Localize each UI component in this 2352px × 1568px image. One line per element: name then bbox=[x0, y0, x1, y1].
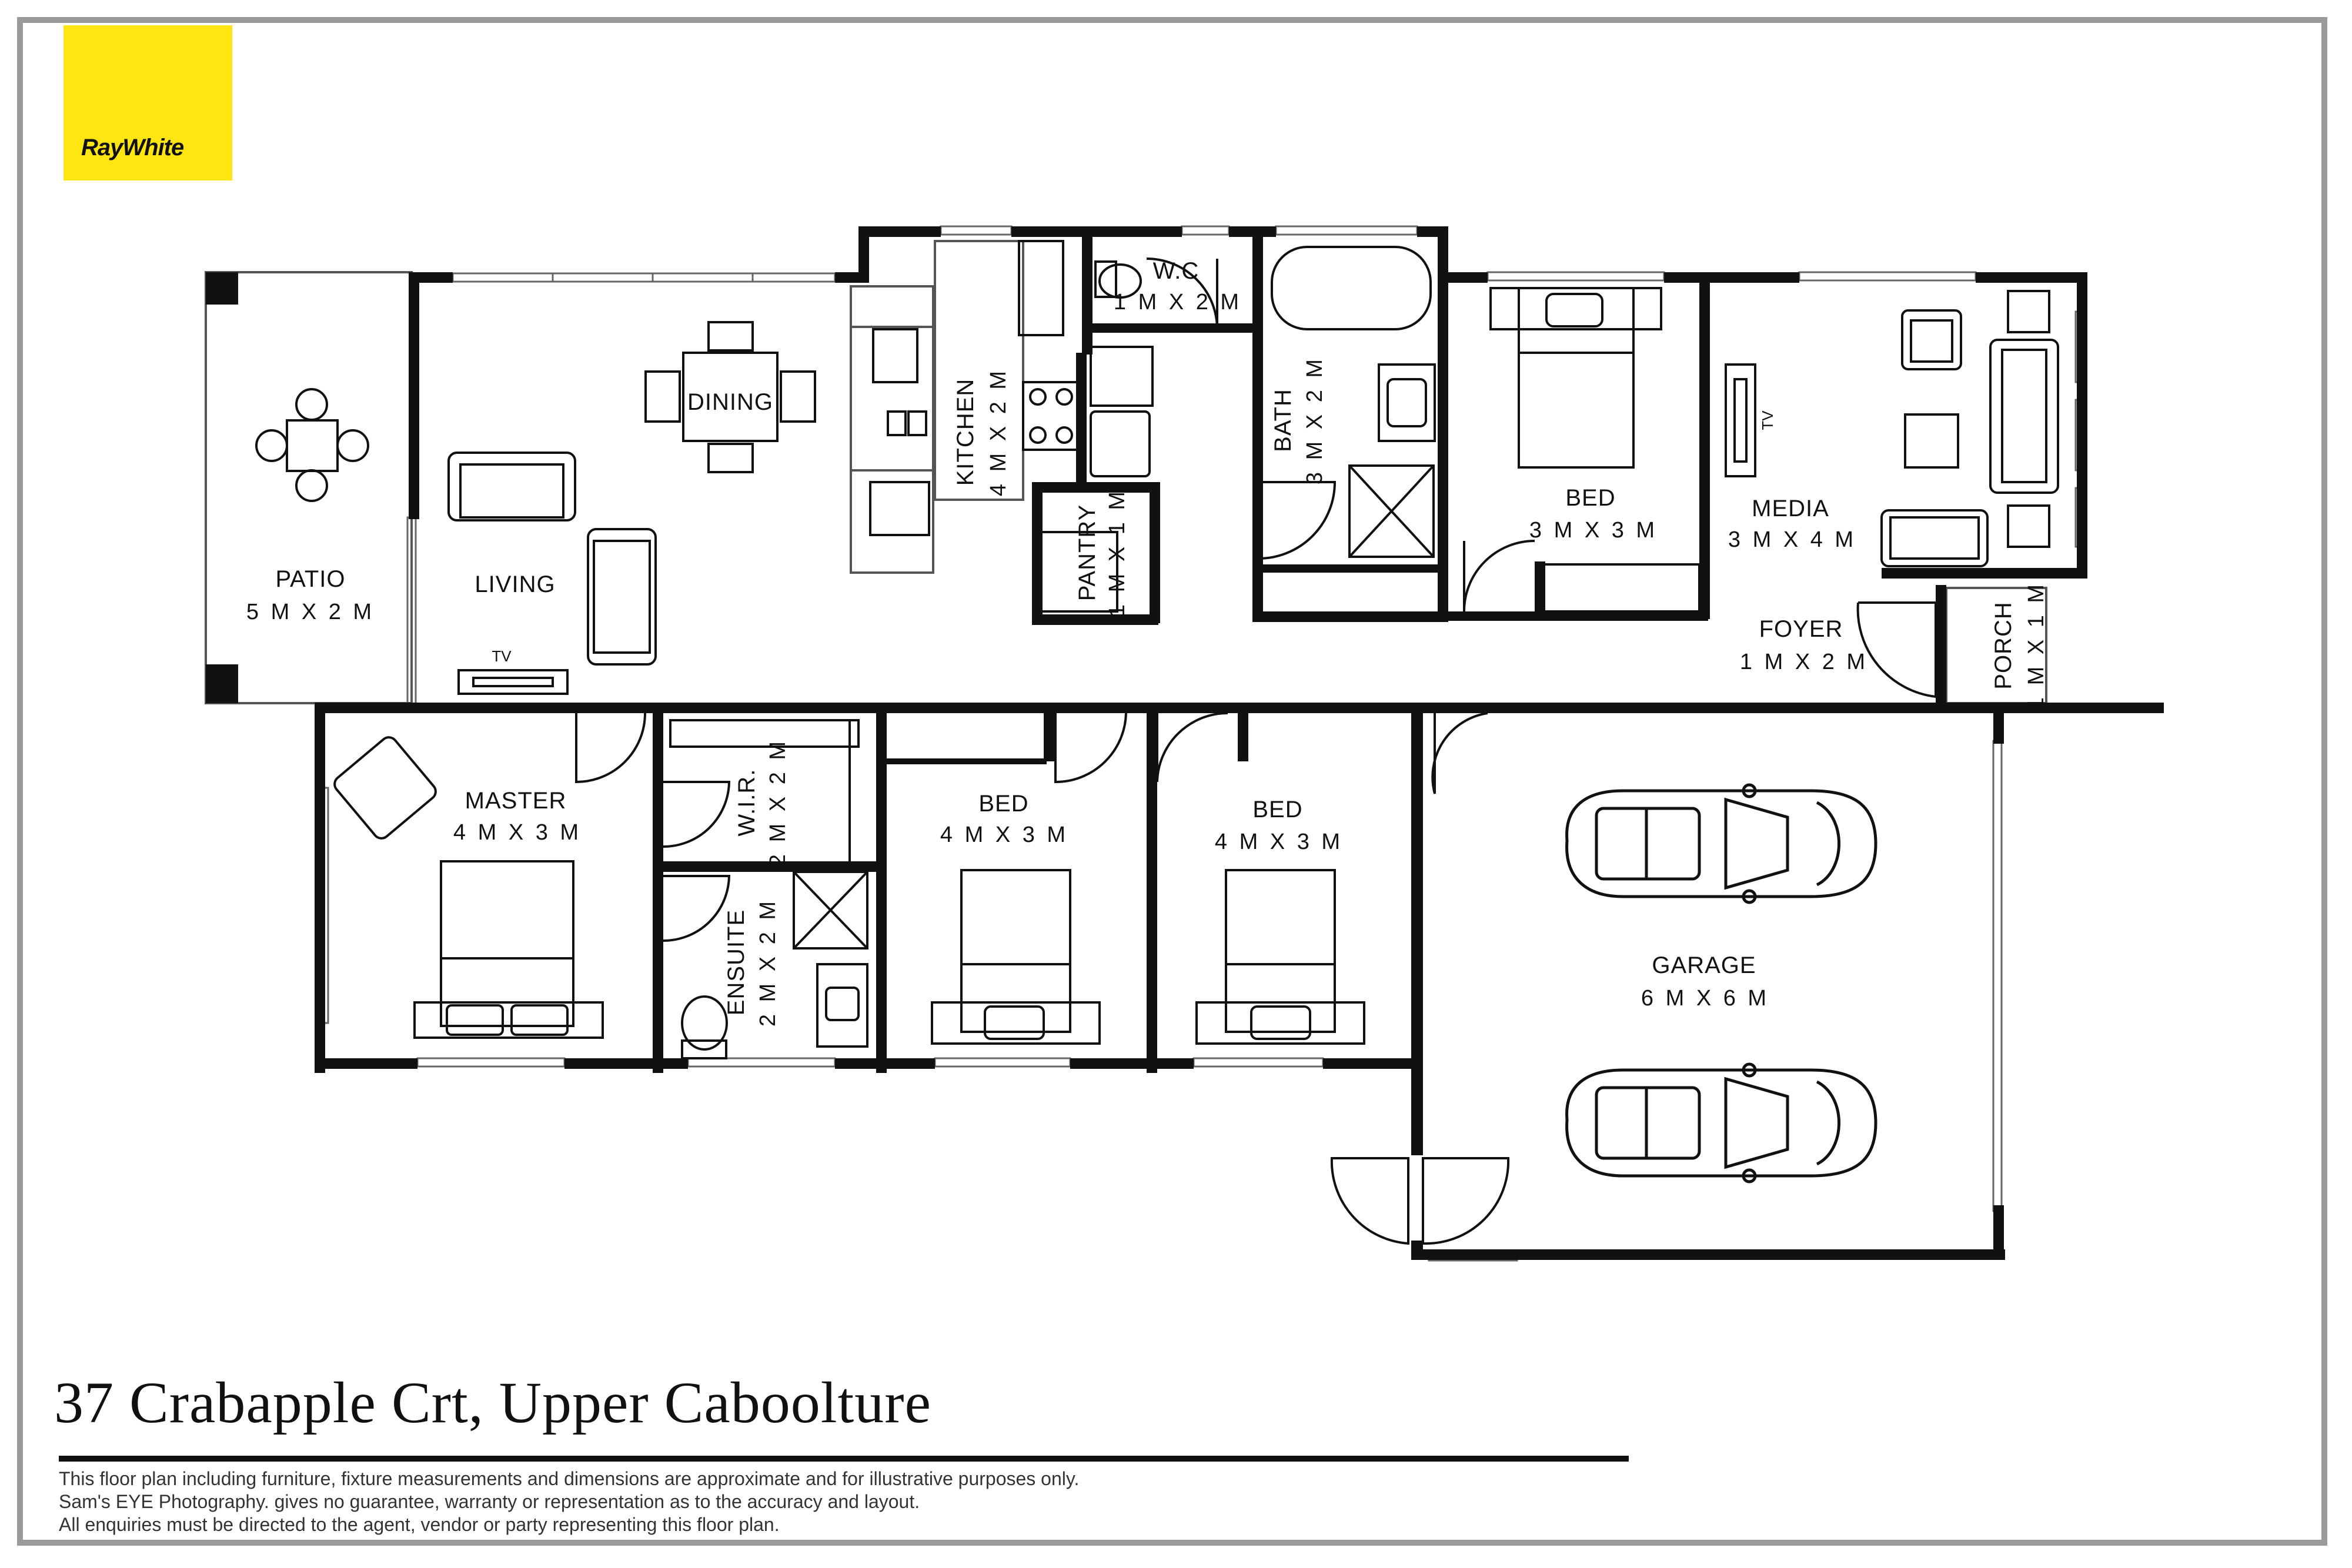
dining-table bbox=[682, 352, 779, 442]
kitchen-island bbox=[850, 285, 934, 574]
address-divider bbox=[59, 1456, 1629, 1462]
tv-label-living: TV bbox=[492, 647, 512, 665]
room-name-media: MEDIA bbox=[1752, 496, 1829, 521]
room-dims-foyer: 1 M X 2 M bbox=[1740, 650, 1868, 674]
room-dims-bed-4x3-b: 4 M X 3 M bbox=[1215, 830, 1343, 854]
room-name-bed-4x3-a: BED bbox=[978, 791, 1028, 817]
room-dims-wc: 1 M X 2 M bbox=[1114, 290, 1242, 315]
room-name-dining: DINING bbox=[687, 389, 773, 415]
room-name-wc: W.C bbox=[1153, 258, 1200, 284]
cooktop bbox=[1022, 381, 1080, 451]
room-name-living: LIVING bbox=[475, 571, 555, 597]
bath-tub bbox=[1271, 246, 1432, 330]
living-sofa-2 bbox=[587, 528, 657, 666]
furniture bbox=[255, 240, 2059, 1059]
room-dims-pantry: 1 M X 1 M bbox=[1105, 489, 1130, 617]
room-dims-wir: 2 M X 2 M bbox=[766, 738, 790, 867]
room-dims-bed-3x3: 3 M X 3 M bbox=[1529, 518, 1658, 543]
room-dims-porch: 1 M X 1 M bbox=[2024, 581, 2049, 710]
room-dims-master: 4 M X 3 M bbox=[453, 820, 582, 845]
room-labels: PATIO 5 M X 2 M DINING LIVING KITCHEN 4 … bbox=[246, 258, 2049, 1027]
property-address: 37 Crabapple Crt, Upper Caboolture bbox=[54, 1370, 931, 1435]
room-name-garage: GARAGE bbox=[1652, 952, 1756, 978]
room-name-master: MASTER bbox=[465, 788, 567, 814]
room-name-foyer: FOYER bbox=[1759, 616, 1843, 642]
room-name-kitchen: KITCHEN bbox=[953, 379, 978, 486]
room-name-bed-4x3-b: BED bbox=[1252, 797, 1302, 823]
master-bed bbox=[440, 860, 574, 1027]
room-dims-bed-4x3-a: 4 M X 3 M bbox=[940, 823, 1068, 847]
disclaimer: This floor plan including furniture, fix… bbox=[59, 1467, 1079, 1536]
disclaimer-line: All enquiries must be directed to the ag… bbox=[59, 1514, 780, 1535]
logo-text: RayWhite bbox=[81, 135, 184, 161]
windows bbox=[319, 225, 2085, 1262]
room-name-porch: PORCH bbox=[1990, 601, 2016, 689]
bed-3x3 bbox=[1518, 287, 1635, 469]
disclaimer-line: Sam's EYE Photography. gives no guarante… bbox=[59, 1491, 920, 1512]
room-name-pantry: PANTRY bbox=[1074, 504, 1100, 601]
living-sofa bbox=[447, 452, 576, 521]
media-tv bbox=[1725, 363, 1756, 477]
walls bbox=[206, 226, 2164, 1260]
car-icon bbox=[1565, 1062, 1877, 1183]
room-dims-kitchen: 4 M X 2 M bbox=[986, 368, 1011, 496]
car-icon bbox=[1565, 783, 1877, 904]
room-name-wir: W.I.R. bbox=[734, 769, 760, 837]
shower bbox=[1348, 464, 1435, 558]
patio-outline bbox=[205, 271, 413, 704]
room-dims-bath: 3 M X 2 M bbox=[1302, 356, 1327, 484]
room-dims-ensuite: 2 M X 2 M bbox=[756, 898, 780, 1027]
room-name-ensuite: ENSUITE bbox=[723, 910, 749, 1015]
tv-label-media: TV bbox=[1759, 410, 1776, 430]
room-dims-media: 3 M X 4 M bbox=[1728, 527, 1856, 552]
room-name-bath: BATH bbox=[1270, 389, 1296, 452]
bed-4x3-a bbox=[960, 869, 1071, 1033]
disclaimer-line: This floor plan including furniture, fix… bbox=[59, 1468, 1080, 1489]
kitchen-bench bbox=[934, 240, 1024, 501]
bed-4x3-b bbox=[1225, 869, 1336, 1033]
room-dims-patio: 5 M X 2 M bbox=[246, 600, 375, 624]
raywhite-logo: RayWhite bbox=[64, 25, 232, 180]
room-dims-garage: 6 M X 6 M bbox=[1641, 986, 1769, 1011]
room-name-bed-3x3: BED bbox=[1565, 485, 1615, 511]
room-name-patio: PATIO bbox=[275, 566, 345, 592]
doors bbox=[575, 258, 1937, 1245]
garage-cars bbox=[1565, 783, 1877, 1183]
page-border bbox=[17, 17, 2327, 1546]
patio-table bbox=[286, 419, 339, 472]
